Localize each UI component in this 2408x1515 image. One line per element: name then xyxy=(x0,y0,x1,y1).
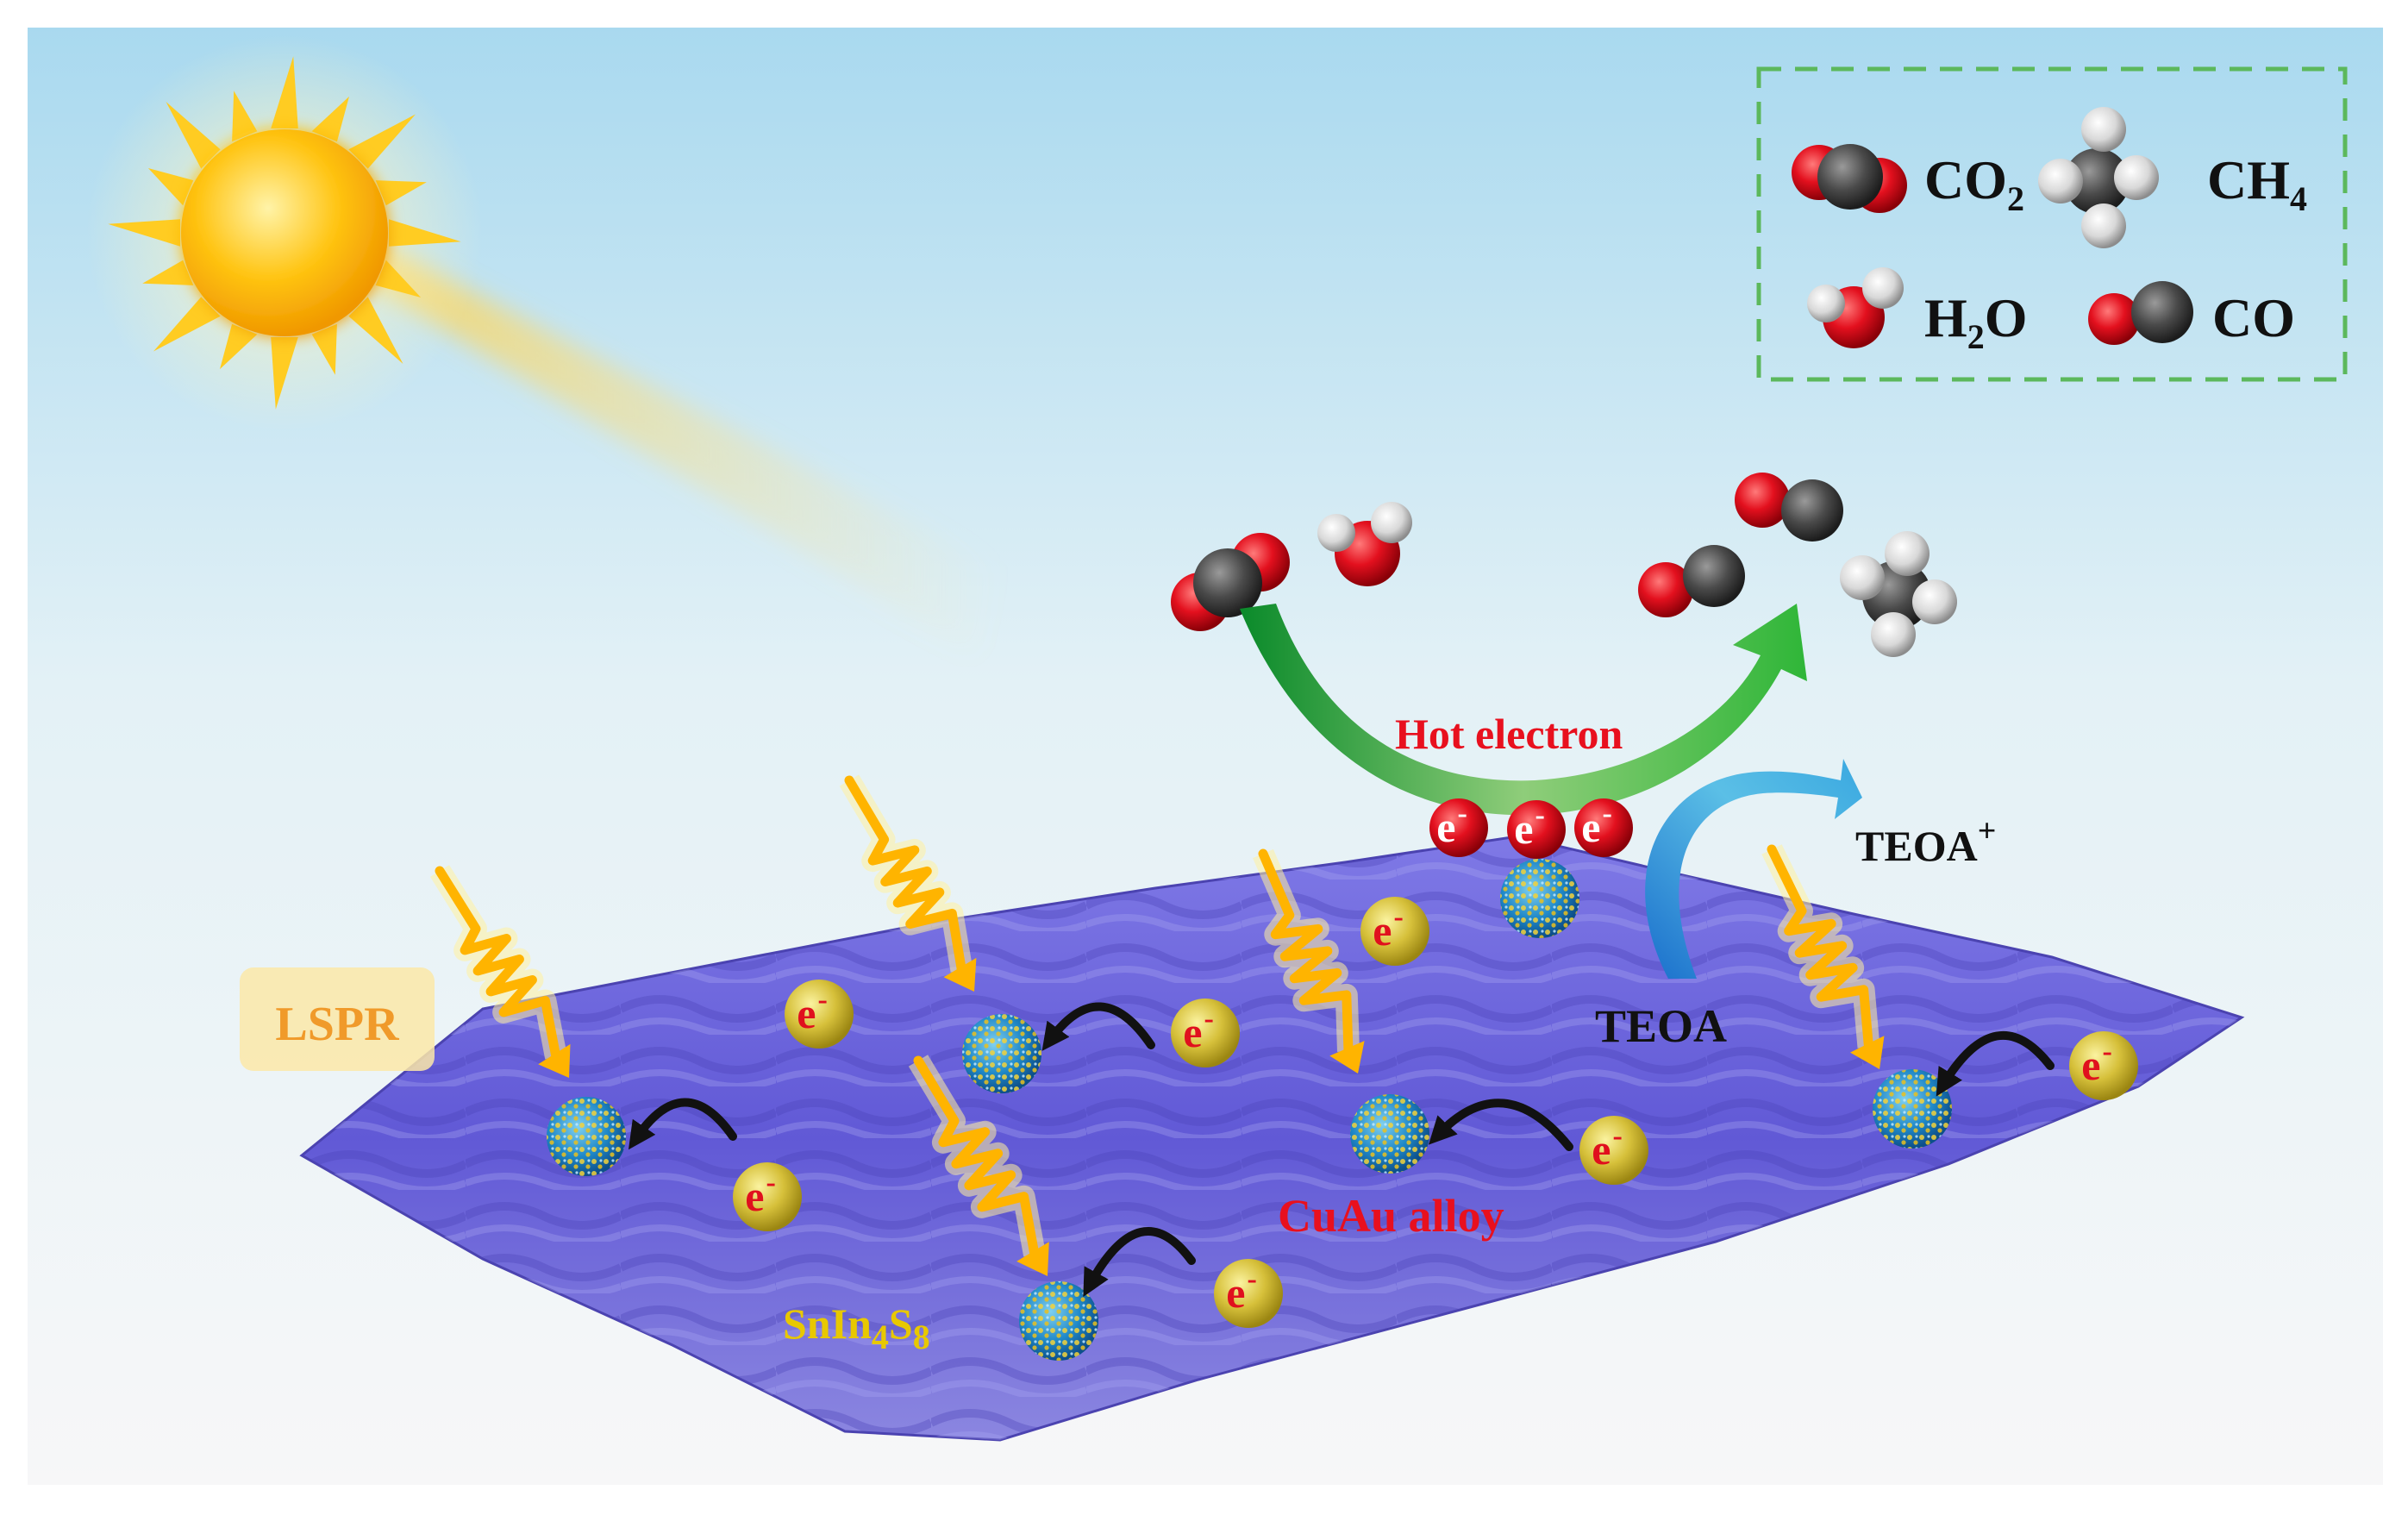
teoa-plus-label: TEOA+ xyxy=(1855,813,1996,870)
light-arrow-head xyxy=(1016,1242,1049,1276)
sun-ray xyxy=(108,219,180,247)
hot-electron: e- xyxy=(1574,798,1633,857)
sun-ray xyxy=(311,323,337,375)
lspr-badge: LSPR xyxy=(240,967,435,1071)
h2o-molecule-icon xyxy=(1807,267,1904,348)
hot-electron-reaction-arrow xyxy=(1240,604,1807,816)
teoa-oxidation-arrow xyxy=(1645,759,1862,979)
light-arrow-head xyxy=(1329,1041,1365,1074)
sun-ray xyxy=(271,337,298,410)
electron-symbol: e- xyxy=(1436,798,1467,851)
photo-electron: e- xyxy=(1214,1259,1283,1328)
nanoparticle-texture xyxy=(962,1014,1041,1093)
photo-electron: e- xyxy=(1171,999,1240,1067)
sun-ray xyxy=(271,56,298,128)
electron-symbol: e- xyxy=(1581,798,1612,851)
nanoparticle-texture xyxy=(1500,859,1579,938)
sun-ray xyxy=(232,91,258,142)
electron-transfer-arrow xyxy=(1428,1099,1573,1151)
electron-symbol: e- xyxy=(1592,1120,1623,1174)
ch4-molecule-icon xyxy=(2038,107,2159,248)
electron-symbol: e- xyxy=(797,984,828,1037)
legend-co2-label: CO2 xyxy=(1924,149,2024,218)
electron-transfer-arrow xyxy=(1041,1002,1155,1051)
photo-electron: e- xyxy=(785,980,854,1049)
electron-sphere xyxy=(785,980,854,1049)
nanoparticle-texture xyxy=(1019,1281,1098,1361)
electron-symbol: e- xyxy=(1183,1003,1214,1056)
light-arrow-head xyxy=(1850,1036,1885,1069)
sun-ray xyxy=(348,297,403,364)
reactant-h2o-molecule xyxy=(1317,502,1412,586)
sun-ray xyxy=(153,297,221,352)
electron-symbol: e- xyxy=(1226,1263,1257,1317)
hot-electron: e- xyxy=(1429,798,1488,857)
snin4s8-sheet xyxy=(299,835,2245,1442)
light-wave-arrow xyxy=(913,1055,1040,1260)
light-wave-arrow xyxy=(1258,848,1354,1056)
electron-sphere xyxy=(1171,999,1240,1067)
sun-ray xyxy=(375,260,422,297)
electron-symbol: e- xyxy=(2081,1036,2112,1089)
electron-sphere xyxy=(733,1162,802,1231)
electron-sphere xyxy=(1360,897,1429,966)
co2-molecule-icon xyxy=(1792,144,1907,213)
cuau-alloy-label: CuAu alloy xyxy=(1278,1190,1504,1242)
sun-icon xyxy=(86,34,483,431)
cuau-nanoparticles xyxy=(547,859,1952,1361)
co-molecule-icon xyxy=(2088,281,2193,345)
legend-ch4-label: CH4 xyxy=(2207,149,2307,218)
product-ch4-molecule xyxy=(1840,531,1957,657)
sun-ray xyxy=(348,114,416,169)
photo-electron: e- xyxy=(2069,1031,2138,1100)
photo-electron: e- xyxy=(1360,897,1429,966)
sun-ray xyxy=(311,96,349,142)
light-wave-arrow xyxy=(1767,844,1873,1052)
light-arrow-head xyxy=(943,957,977,992)
hot-electron-label: Hot electron xyxy=(1395,710,1623,758)
hot-electron: e- xyxy=(1507,799,1566,859)
electron-sphere xyxy=(2069,1031,2138,1100)
electron-transfer-arrow xyxy=(1083,1226,1196,1298)
legend-box: CO2 CH4 H2O CO xyxy=(1756,66,2348,382)
sun-ray xyxy=(166,102,221,169)
sun-ray xyxy=(375,180,427,206)
sun-ray xyxy=(389,219,461,247)
reactant-co2-molecule xyxy=(1171,533,1290,631)
light-wave-arrow xyxy=(844,775,966,975)
electron-symbol: e- xyxy=(1514,799,1545,853)
electron-sphere xyxy=(1214,1259,1283,1328)
electron-sphere xyxy=(1429,798,1488,857)
legend-h2o-label: H2O xyxy=(1924,287,2028,356)
nanoparticle-texture xyxy=(547,1097,626,1176)
svg-text:LSPR: LSPR xyxy=(275,998,399,1051)
light-arrow-head xyxy=(538,1043,571,1078)
nanoparticle-texture xyxy=(1873,1069,1952,1149)
light-wave-arrow xyxy=(435,866,561,1062)
nanoparticle-texture xyxy=(1350,1094,1429,1174)
legend-co-label: CO xyxy=(2212,287,2295,348)
photo-electrons: e-e-e-e-e-e-e- xyxy=(733,897,2138,1328)
electron-sphere xyxy=(1579,1116,1648,1185)
snin4s8-label: SnIn4S8 xyxy=(783,1299,930,1356)
electron-symbol: e- xyxy=(745,1167,776,1220)
product-co-molecule-top xyxy=(1735,473,1843,542)
sun-ray xyxy=(147,168,194,206)
electron-symbol: e- xyxy=(1373,901,1404,955)
electron-transfer-arrow xyxy=(1936,1030,2055,1097)
teoa-label: TEOA xyxy=(1595,1000,1727,1052)
sun-ray xyxy=(220,323,258,370)
hot-electrons: e-e-e- xyxy=(1429,798,1633,859)
product-co-molecule-bottom xyxy=(1638,545,1745,617)
sun-ray xyxy=(142,260,194,285)
photo-electron: e- xyxy=(1579,1116,1648,1185)
electron-transfer-arrows xyxy=(628,1002,2055,1298)
electron-transfer-arrow xyxy=(628,1098,737,1150)
electron-sphere xyxy=(1574,798,1633,857)
electron-sphere xyxy=(1507,800,1566,859)
sun-beam xyxy=(328,216,1000,655)
incident-light-arrows xyxy=(429,774,1885,1276)
photo-electron: e- xyxy=(733,1162,802,1231)
